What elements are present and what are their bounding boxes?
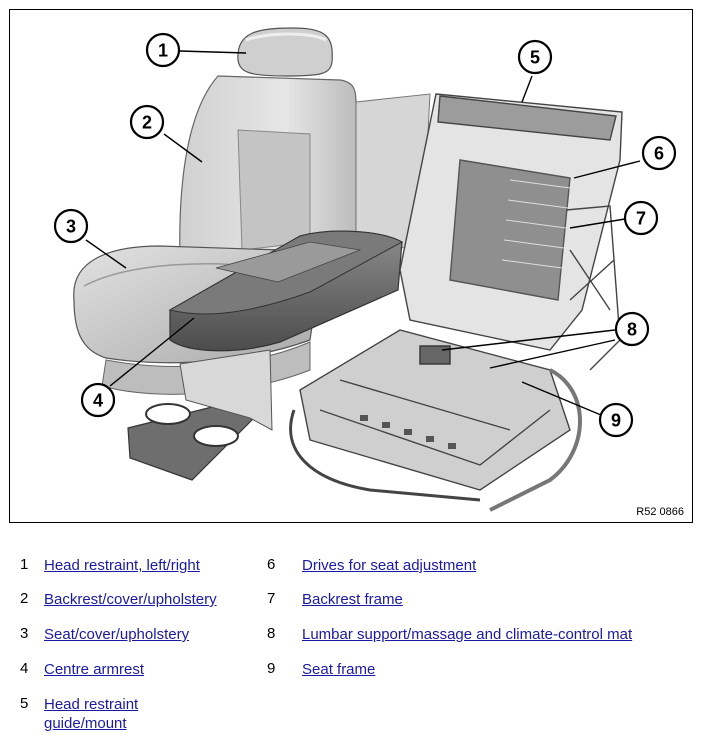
figure-reference: R52 0866 [636, 506, 684, 518]
legend-link-drives[interactable]: Drives for seat adjustment [302, 557, 477, 574]
legend-number: 8 [267, 625, 276, 642]
callout-1: 1 [145, 32, 181, 68]
legend-number: 3 [20, 625, 29, 642]
svg-text:5: 5 [530, 48, 540, 68]
svg-text:3: 3 [66, 217, 76, 237]
callout-4: 4 [80, 382, 116, 418]
svg-text:8: 8 [627, 320, 637, 340]
legend-link-head-restraint[interactable]: Head restraint, left/right [44, 557, 200, 574]
seat-diagram: 1 2 3 4 5 6 7 8 [9, 9, 693, 523]
callout-3: 3 [53, 208, 89, 244]
legend-number: 7 [267, 590, 276, 607]
leader-lines [85, 50, 641, 416]
svg-text:4: 4 [93, 391, 103, 411]
legend-link-backrest[interactable]: Backrest/cover/upholstery [44, 591, 217, 608]
head-restraint [237, 27, 333, 77]
backrest-frame [399, 93, 623, 371]
callout-9: 9 [598, 402, 634, 438]
seat-illustration: 1 2 3 4 5 6 7 8 [53, 27, 677, 512]
legend-number: 2 [20, 590, 29, 607]
legend-link-seat[interactable]: Seat/cover/upholstery [44, 626, 190, 643]
legend-link-backrest-frame[interactable]: Backrest frame [302, 591, 403, 608]
svg-text:6: 6 [654, 144, 664, 164]
legend-number: 1 [20, 556, 29, 573]
legend-link-head-restraint-guide[interactable]: Head restraint guide/mount [44, 696, 139, 732]
svg-text:7: 7 [636, 209, 646, 229]
svg-text:1: 1 [158, 41, 168, 61]
callout-7: 7 [623, 200, 659, 236]
seat-frame [289, 329, 582, 512]
callout-5: 5 [517, 39, 553, 75]
legend-number: 5 [20, 695, 29, 712]
legend-number: 4 [20, 660, 29, 677]
centre-armrest [168, 230, 404, 352]
legend-link-seat-frame[interactable]: Seat frame [302, 661, 376, 678]
cup-holder [127, 349, 273, 481]
backrest [179, 75, 431, 261]
legend-link-lumbar-support[interactable]: Lumbar support/massage and climate-contr… [302, 626, 633, 643]
svg-text:9: 9 [611, 411, 621, 431]
callout-2: 2 [129, 104, 165, 140]
legend-number: 6 [267, 556, 276, 573]
svg-text:2: 2 [142, 113, 152, 133]
callout-8: 8 [614, 311, 650, 347]
legend-link-centre-armrest[interactable]: Centre armrest [44, 661, 145, 678]
legend-number: 9 [267, 660, 276, 677]
callout-6: 6 [641, 135, 677, 171]
